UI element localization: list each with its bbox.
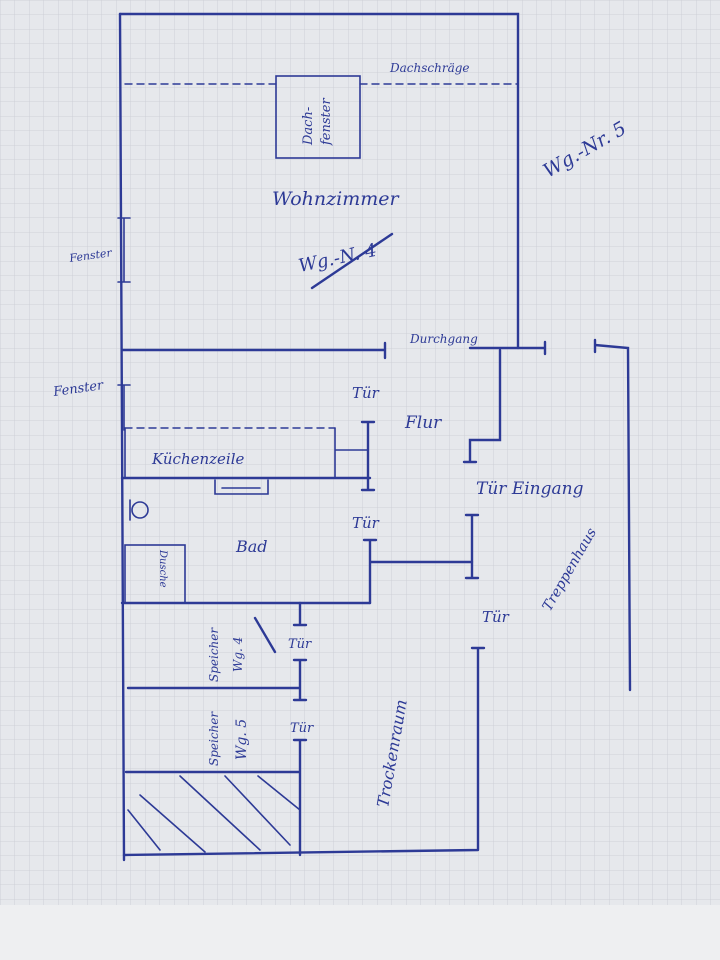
- window-upper-label: Fenster: [68, 246, 114, 265]
- window-upper-mark: [117, 217, 131, 283]
- bathroom-label: Bad: [235, 537, 268, 556]
- entrance-door-label: Tür Eingang: [476, 479, 584, 499]
- door-storage-5-label: Tür: [290, 721, 314, 736]
- storage-4-label-1: Speicher: [207, 627, 221, 682]
- door-bath-label: Tür: [352, 514, 380, 532]
- kitchenette-label: Küchenzeile: [151, 450, 245, 468]
- walls: [117, 12, 632, 862]
- storage-4-label-2: Wg. 4: [231, 637, 245, 672]
- storage-5-label-2: Wg. 5: [234, 719, 250, 760]
- hallway-label: Flur: [404, 413, 442, 433]
- skylight-label-2: fenster: [319, 98, 334, 146]
- skylight-box: [275, 75, 361, 159]
- window-lower-label: Fenster: [51, 378, 105, 400]
- door-drying-label: Tür: [482, 608, 510, 626]
- storage-5-label-1: Speicher: [207, 711, 221, 766]
- paper-edge: [0, 905, 720, 960]
- roof-slope-label: Dachschräge: [389, 61, 470, 75]
- passage-label: Durchgang: [409, 332, 478, 346]
- skylight-label-1: Dach-: [301, 107, 316, 146]
- shower-label: Dusche: [157, 549, 168, 588]
- door-storage-4-label: Tür: [288, 637, 312, 652]
- living-room-label: Wohnzimmer: [272, 188, 401, 210]
- door-kitchen-label: Tür: [352, 384, 380, 402]
